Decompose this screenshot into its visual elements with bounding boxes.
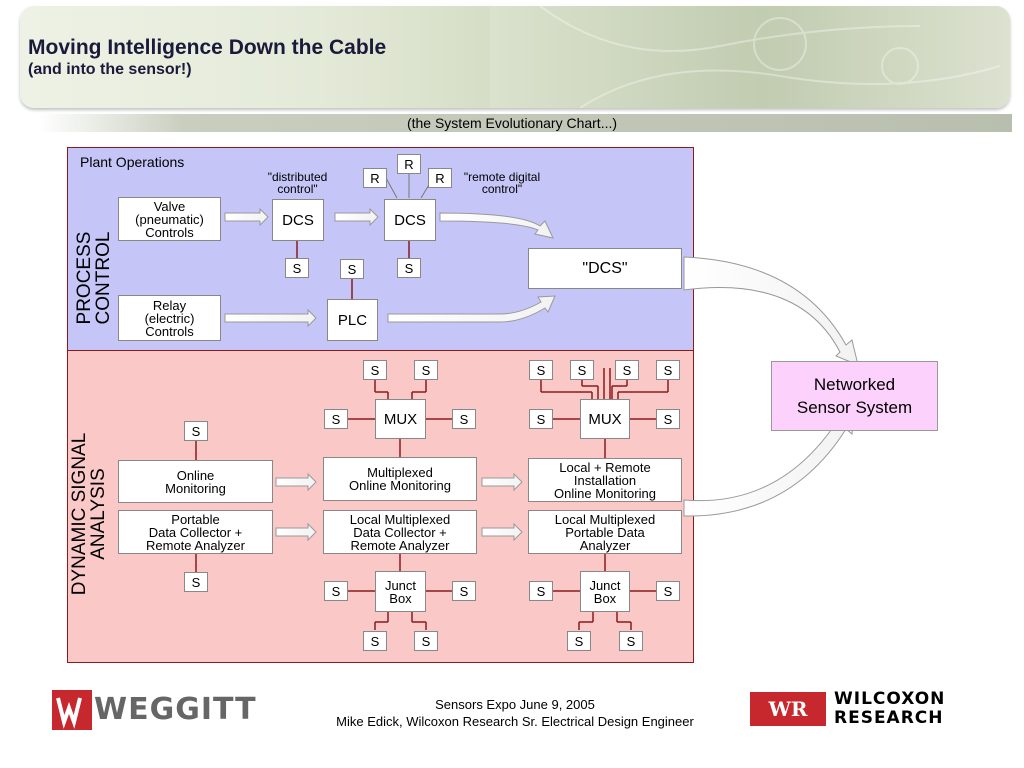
sensor-node: S (324, 581, 348, 601)
mux-box-1: MUX (375, 399, 426, 439)
sensor-node: S (414, 631, 438, 651)
footer-line-1: Sensors Expo June 9, 2005 (435, 697, 595, 712)
portable-collector-box: Portable Data Collector + Remote Analyze… (118, 510, 273, 554)
weggitt-logo: WEGGITT (52, 690, 274, 730)
dcs-box-2: DCS (384, 199, 436, 241)
weggitt-logo-text: WEGGITT (94, 692, 257, 727)
local-remote-installation-box: Local + Remote Installation Online Monit… (528, 458, 682, 502)
wilcoxon-logo-line-2: RESEARCH (834, 708, 944, 728)
wilcoxon-logo-line-1: WILCOXON (834, 689, 946, 709)
sensor-node: S (529, 360, 553, 380)
r-node: R (428, 168, 452, 188)
dcs-quoted-box: "DCS" (528, 248, 682, 289)
footer-text: Sensors Expo June 9, 2005 Mike Edick, Wi… (300, 696, 730, 730)
sensor-node: S (656, 409, 680, 429)
page-subtitle: (and into the sensor!) (28, 61, 192, 78)
sensor-node: S (656, 581, 680, 601)
header-decoration (490, 6, 1010, 108)
multiplexed-online-box: Multiplexed Online Monitoring (323, 457, 477, 501)
sensor-node: S (397, 258, 421, 278)
sensor-node: S (184, 421, 208, 441)
sensor-node: S (184, 572, 208, 592)
junction-box-2: Junct Box (580, 571, 630, 612)
weggitt-logo-mark (52, 690, 92, 730)
plant-operations-label: Plant Operations (80, 154, 185, 170)
local-multiplexed-portable-box: Local Multiplexed Portable Data Analyzer (528, 510, 682, 554)
page-title: Moving Intelligence Down the Cable (28, 36, 387, 59)
local-multiplexed-collector-box: Local Multiplexed Data Collector + Remot… (323, 510, 477, 554)
subtitle-band (38, 114, 1012, 132)
sensor-node: S (363, 360, 387, 380)
sensor-node: S (324, 409, 348, 429)
chart-caption: (the System Evolutionary Chart...) (406, 115, 618, 131)
sensor-node: S (452, 409, 476, 429)
sensor-node: S (615, 360, 639, 380)
sensor-node: S (619, 631, 643, 651)
junction-box-1: Junct Box (375, 571, 426, 612)
sensor-node: S (285, 258, 309, 278)
sensor-node: S (570, 360, 594, 380)
footer-line-2: Mike Edick, Wilcoxon Research Sr. Electr… (336, 714, 694, 729)
distributed-control-label: "distributed control" (267, 170, 328, 196)
r-node: R (397, 154, 421, 174)
online-monitoring-box: Online Monitoring (118, 460, 273, 503)
sensor-node: S (656, 360, 680, 380)
r-node: R (363, 168, 387, 188)
dynamic-signal-analysis-label: DYNAMIC SIGNAL ANALYSIS (69, 432, 109, 596)
wilcoxon-logo: WR WILCOXON RESEARCH (750, 690, 976, 730)
dcs-box-1: DCS (272, 199, 324, 241)
sensor-node: S (567, 631, 591, 651)
header-banner (20, 6, 1010, 108)
plc-box: PLC (327, 299, 378, 341)
sensor-node: S (414, 360, 438, 380)
wilcoxon-logo-badge: WR (750, 692, 826, 726)
sensor-node: S (363, 631, 387, 651)
sensor-node: S (452, 581, 476, 601)
networked-sensor-system-box: Networked Sensor System (771, 361, 938, 431)
remote-digital-control-label: "remote digital control" (463, 170, 541, 196)
sensor-node: S (529, 581, 553, 601)
sensor-node: S (529, 409, 553, 429)
relay-controls-box: Relay (electric) Controls (118, 295, 221, 341)
process-control-label: PROCESS CONTROL (74, 231, 114, 325)
mux-box-2: MUX (580, 399, 630, 439)
valve-controls-box: Valve (pneumatic) Controls (118, 197, 221, 241)
sensor-node: S (340, 259, 364, 279)
